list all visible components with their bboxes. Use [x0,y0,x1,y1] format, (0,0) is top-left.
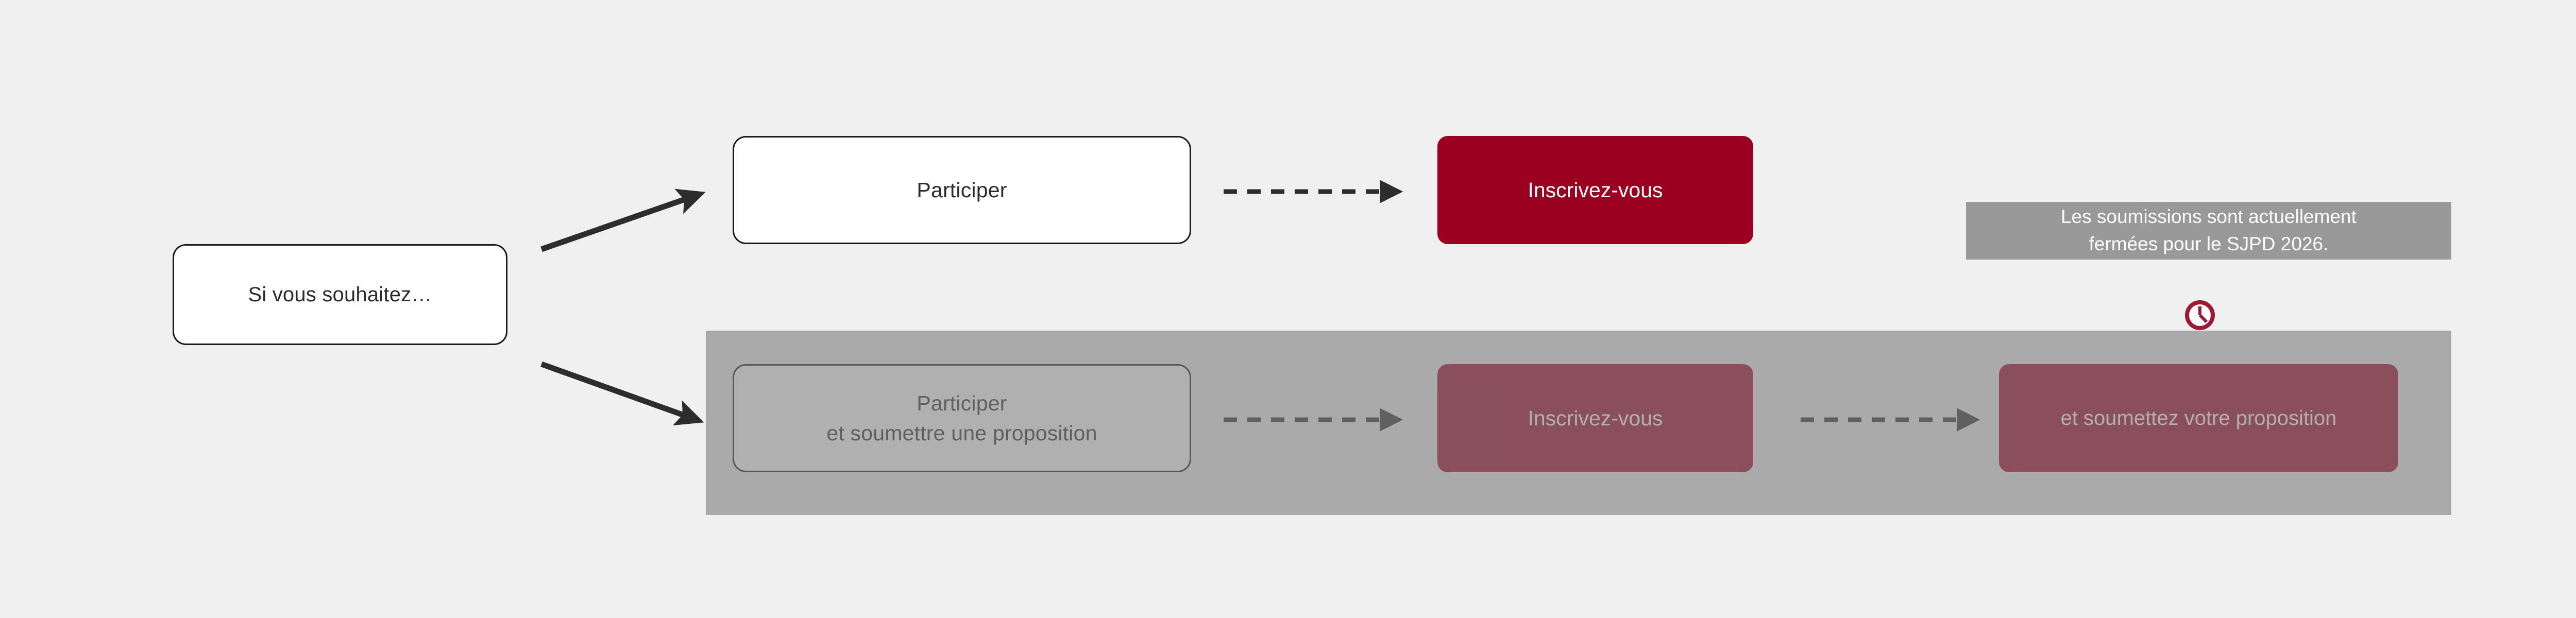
tooltip-line-1: Les soumissions sont actuellement [2061,206,2357,228]
entry-card: Si vous souhaitez… [173,244,507,345]
inscrivez-vous-button-label: Inscrivez-vous [1528,178,1663,202]
inscrivez-vous-button[interactable]: Inscrivez-vous [1437,136,1753,244]
participer-submit-line-2: et soumettre une proposition [826,421,1097,445]
participer-step-card: Participer [733,136,1191,244]
participer-submit-line-1: Participer [917,391,1007,415]
tooltip-line-2: fermées pour le SJPD 2026. [2089,233,2329,254]
inscrivez-vous-disabled-label: Inscrivez-vous [1528,406,1663,430]
participer-submit-step-label: Participer et soumettre une proposition [826,388,1097,448]
submissions-closed-tooltip: Les soumissions sont actuellement fermée… [1966,202,2451,260]
branch-arrow-down [540,361,704,425]
soumettez-proposition-label: et soumettez votre proposition [2060,406,2337,430]
participer-step-label: Participer [917,178,1007,202]
branch-arrow-up [540,188,706,252]
clock-icon [2185,300,2215,330]
soumettez-proposition-button-disabled: et soumettez votre proposition [1999,364,2398,472]
participer-submit-step-card: Participer et soumettre une proposition [733,364,1191,472]
inscrivez-vous-button-disabled: Inscrivez-vous [1437,364,1753,472]
entry-card-label: Si vous souhaitez… [248,283,432,306]
